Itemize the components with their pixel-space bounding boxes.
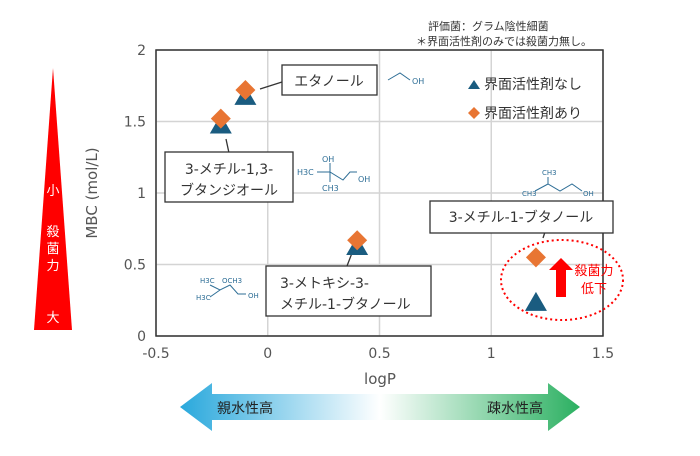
- label-box-methylbutanol: [429, 200, 614, 234]
- left-label-2: 菌: [46, 242, 59, 257]
- legend-with-surfactant: 界面活性剤あり: [484, 106, 582, 122]
- diamond-point: [347, 230, 368, 251]
- label-methylbutanol: 3-メチル-1-ブタノール: [449, 209, 594, 226]
- drop-label-2: 低下: [581, 282, 607, 297]
- triangle-point: [524, 291, 547, 311]
- left-label-1: 殺: [46, 225, 59, 240]
- x-tick-label: 0: [263, 346, 272, 362]
- drop-label-1: 殺菌力: [574, 264, 613, 279]
- methoxy-structure-icon: [209, 284, 246, 298]
- y-tick-label: 2: [137, 43, 146, 59]
- up-arrow-icon: [549, 258, 573, 297]
- butanediol-structure-icon: [317, 163, 357, 182]
- label-butanediol-2: ブタンジオール: [180, 182, 278, 199]
- diamond-point: [235, 80, 256, 101]
- x-tick-label: 0.5: [368, 346, 390, 362]
- x-tick-label: -0.5: [142, 346, 169, 362]
- mx-h3c1: H3C: [200, 277, 215, 285]
- left-label-3: 力: [46, 259, 59, 274]
- legend-diamond-icon: [468, 107, 480, 119]
- hydrophilic-label: 親水性高: [217, 400, 273, 417]
- mx-och3: OCH3: [222, 277, 242, 285]
- note-surfactant: ＊界面活性剤のみでは殺菌力無し。: [416, 34, 592, 48]
- mx-oh: OH: [248, 292, 259, 300]
- label-methoxy-2: メチル-1-ブタノール: [280, 296, 411, 313]
- bd-h3c: H3C: [297, 168, 314, 177]
- diamond-point: [210, 108, 231, 129]
- label-box-ethanol: [281, 64, 378, 96]
- ethanol-structure-icon: [387, 72, 411, 81]
- y-tick-label: 0.5: [124, 258, 146, 274]
- legend-without-surfactant: 界面活性剤なし: [484, 77, 582, 93]
- left-large: 大: [46, 311, 59, 326]
- hydrophobic-label: 疎水性高: [487, 400, 543, 417]
- label-box-butanediol: [164, 151, 294, 203]
- mb-oh: OH: [583, 190, 594, 198]
- y-axis-label: MBC (mol/L): [83, 147, 101, 238]
- label-butanediol-1: 3-メチル-1,3-: [185, 162, 273, 178]
- bd-oh2: OH: [358, 175, 370, 184]
- bactericidal-power-gradient-icon: [34, 68, 72, 330]
- label-methoxy-1: 3-メトキシ-3-: [280, 276, 369, 292]
- label-ethanol: エタノール: [294, 74, 364, 90]
- methylbutanol-structure-icon: [534, 177, 583, 192]
- y-tick-label: 0: [137, 329, 146, 345]
- x-tick-label: 1.5: [592, 346, 614, 362]
- mb-ch3a: CH3: [542, 169, 557, 177]
- y-tick-label: 1.5: [124, 115, 146, 131]
- plot-frame: [155, 49, 604, 337]
- highlight-ellipse: [500, 239, 624, 321]
- legend-triangle-icon: [468, 80, 480, 89]
- bd-ch3: CH3: [322, 184, 339, 193]
- mx-h3c2: H3C: [196, 294, 211, 302]
- left-small: 小: [46, 184, 59, 199]
- label-box-methoxy: [265, 265, 432, 317]
- x-tick-label: 1: [487, 346, 496, 362]
- diamond-point: [525, 247, 546, 268]
- ethanol-oh: OH: [412, 77, 424, 86]
- hydrophobicity-arrow-icon: [180, 383, 580, 431]
- y-tick-label: 1: [137, 186, 146, 202]
- bd-oh1: OH: [322, 155, 334, 164]
- mb-ch3b: CH3: [522, 190, 537, 198]
- x-axis-label: logP: [364, 370, 396, 388]
- note-organism: 評価菌：グラム陰性細菌: [428, 19, 549, 33]
